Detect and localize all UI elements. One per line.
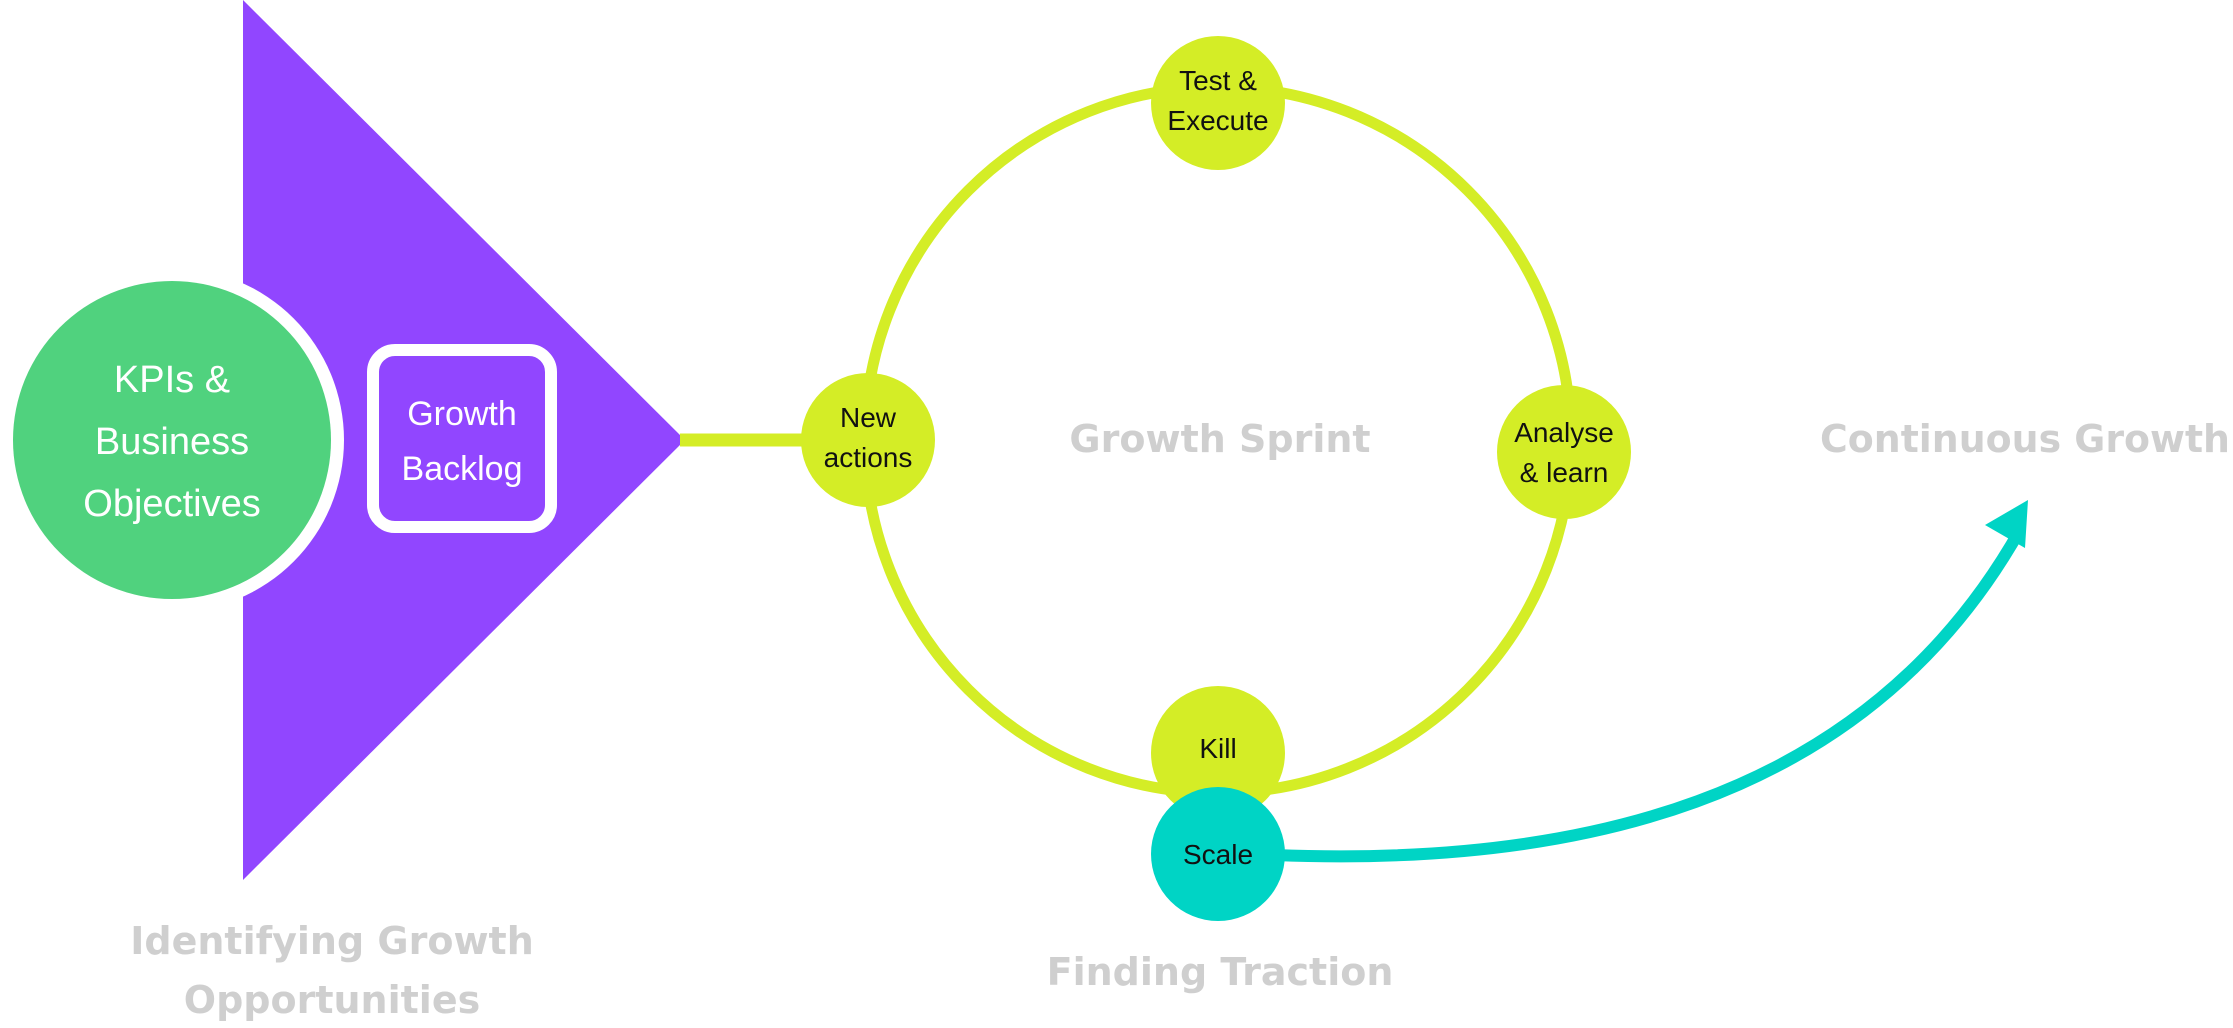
kpi-label-line-1: KPIs & <box>114 359 230 401</box>
kpi-circle <box>13 281 331 599</box>
node-test-execute-line-1: Test & <box>1179 65 1257 96</box>
growth-arrow-head <box>1985 500 2028 548</box>
sprint-center-label: Growth Sprint <box>1069 417 1370 461</box>
section-finding-traction: Finding Traction <box>1047 950 1394 994</box>
node-test-execute-line-2: Execute <box>1167 105 1268 136</box>
kpi-label-line-2: Business <box>95 421 249 463</box>
section-continuous-growth: Continuous Growth <box>1820 417 2230 461</box>
section-identifying-line-1: Identifying Growth <box>130 919 534 963</box>
node-scale-label: Scale <box>1183 839 1253 870</box>
backlog-label-line-2: Backlog <box>402 450 523 488</box>
kpi-label-line-3: Objectives <box>83 483 260 525</box>
growth-arrow-curve <box>1269 524 2026 863</box>
backlog-box <box>367 344 557 533</box>
node-test-execute <box>1151 36 1285 170</box>
node-analyse-learn-line-2: & learn <box>1520 457 1609 488</box>
node-analyse-learn-line-1: Analyse <box>1514 417 1614 448</box>
node-new-actions-line-2: actions <box>824 442 913 473</box>
node-new-actions <box>801 373 935 507</box>
node-kill-label: Kill <box>1199 733 1236 764</box>
section-identifying-line-2: Opportunities <box>184 978 480 1022</box>
node-new-actions-line-1: New <box>840 402 897 433</box>
node-analyse-learn <box>1497 385 1631 519</box>
node-scale <box>1151 787 1285 921</box>
node-kill <box>1151 686 1285 820</box>
backlog-label-line-1: Growth <box>407 395 517 433</box>
